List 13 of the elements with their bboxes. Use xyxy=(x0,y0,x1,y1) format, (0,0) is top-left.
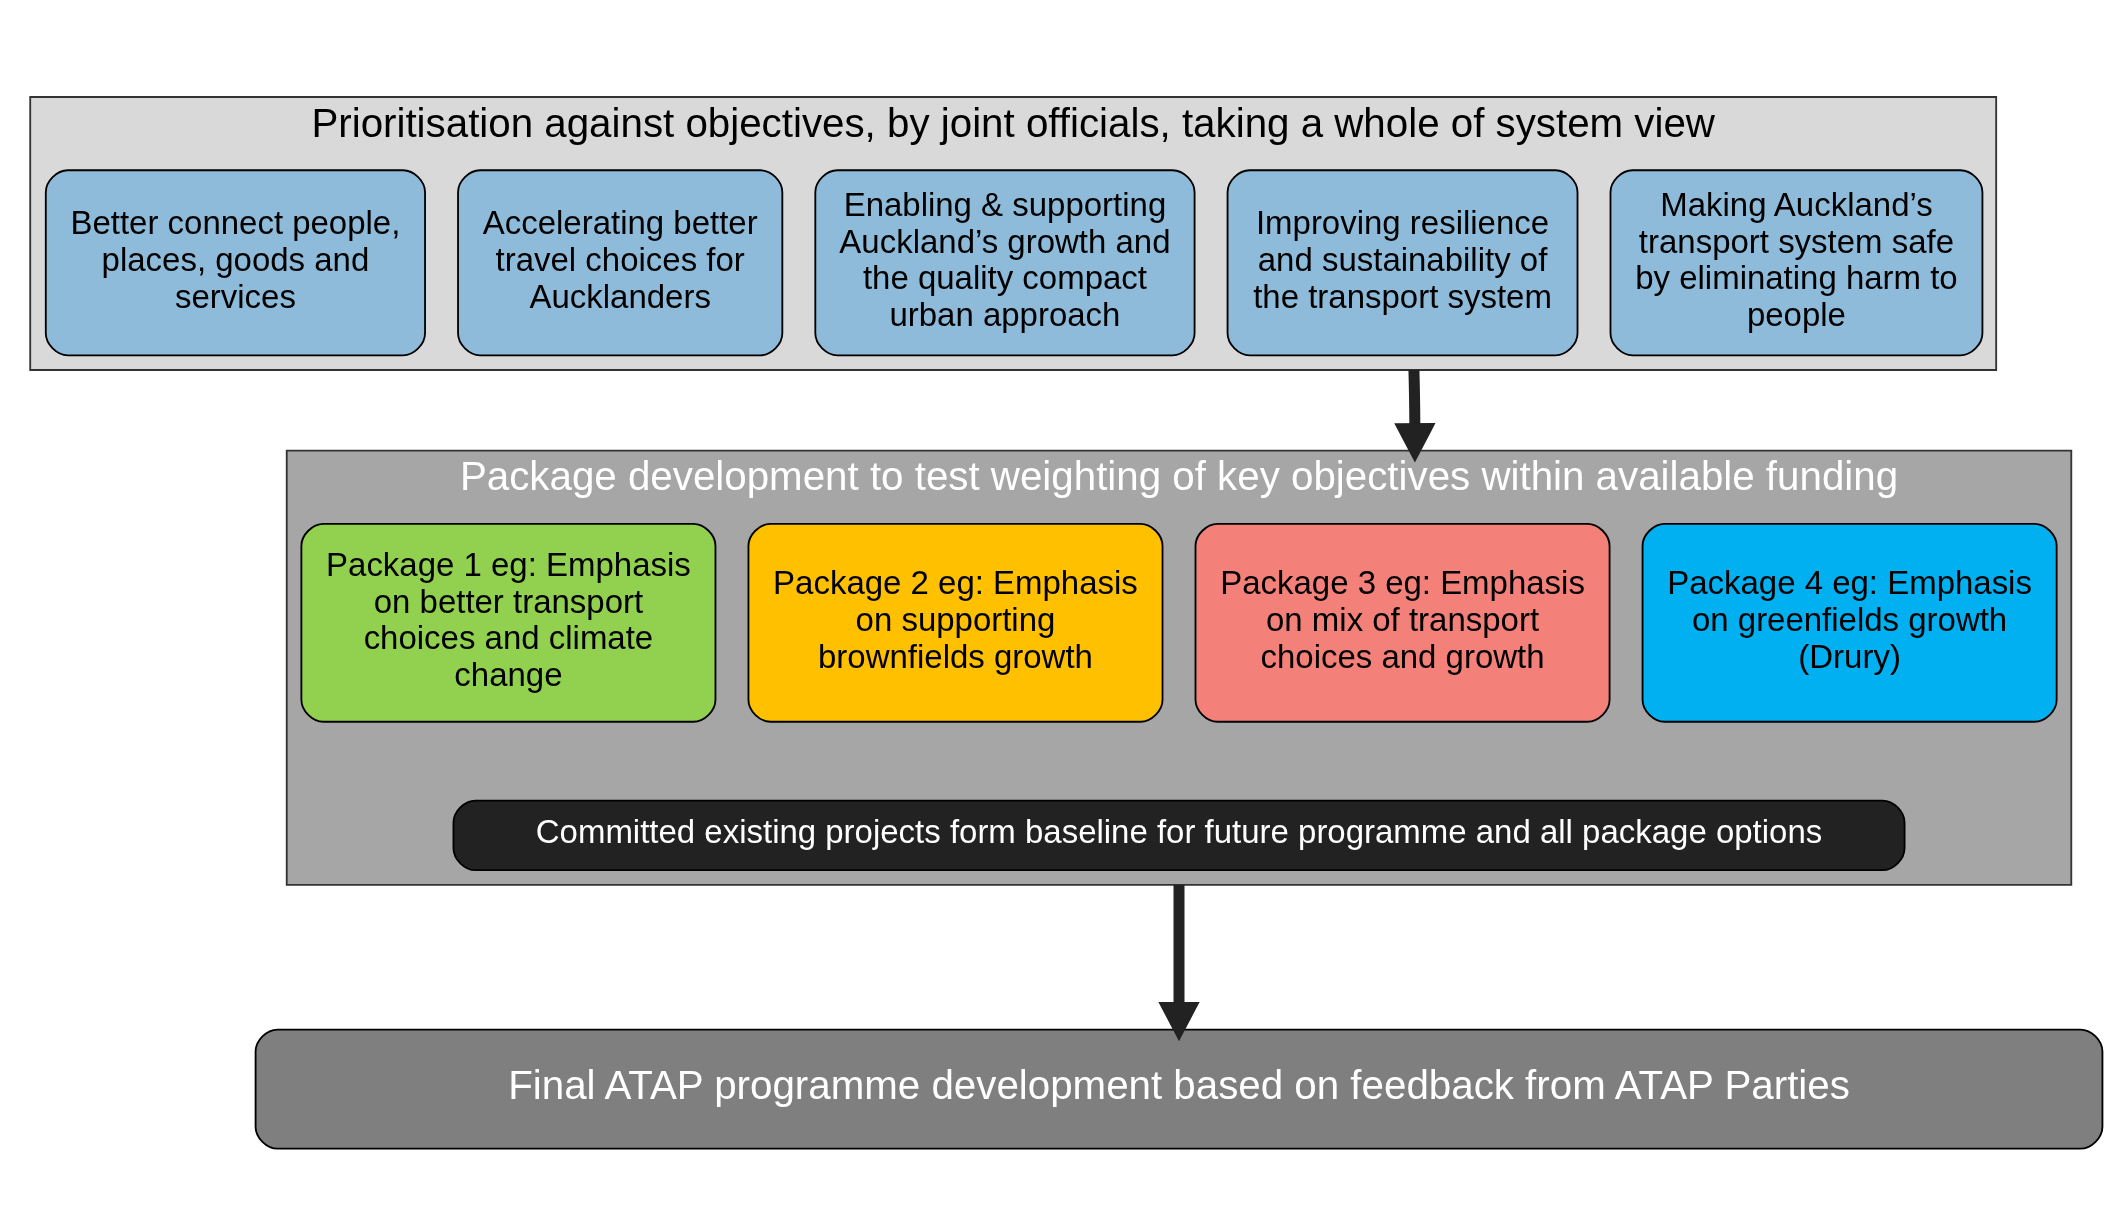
node-box: Package 1 eg: Emphasis on better transport choices and climate change xyxy=(300,522,717,723)
node-box: Package 3 eg: Emphasis on mix of transport choices and growth xyxy=(1194,522,1611,723)
node-box: Making Auckland’s transport system safe by eliminating harm to people xyxy=(1609,169,1984,357)
arrow xyxy=(1158,884,1200,1042)
node-box: Package 4 eg: Emphasis on greenfields growth (Drury) xyxy=(1641,522,2058,723)
node-box: Better connect people, places, goods and services xyxy=(44,169,426,357)
node-box: Committed existing projects form baseline for future programme and all package options xyxy=(452,799,1906,872)
node-box: Package 2 eg: Emphasis on supporting brownfields growth xyxy=(747,522,1164,723)
node-box: Final ATAP programme development based on feedback from ATAP Parties xyxy=(254,1028,2104,1150)
node-box: Improving resilience and sustainability of the transport system xyxy=(1226,169,1579,357)
node-box: Accelerating better travel choices for Aucklanders xyxy=(457,169,784,357)
node-box: Enabling & supporting Auckland’s growth and the quality compact urban approach xyxy=(814,169,1196,357)
arrow xyxy=(1394,369,1436,463)
